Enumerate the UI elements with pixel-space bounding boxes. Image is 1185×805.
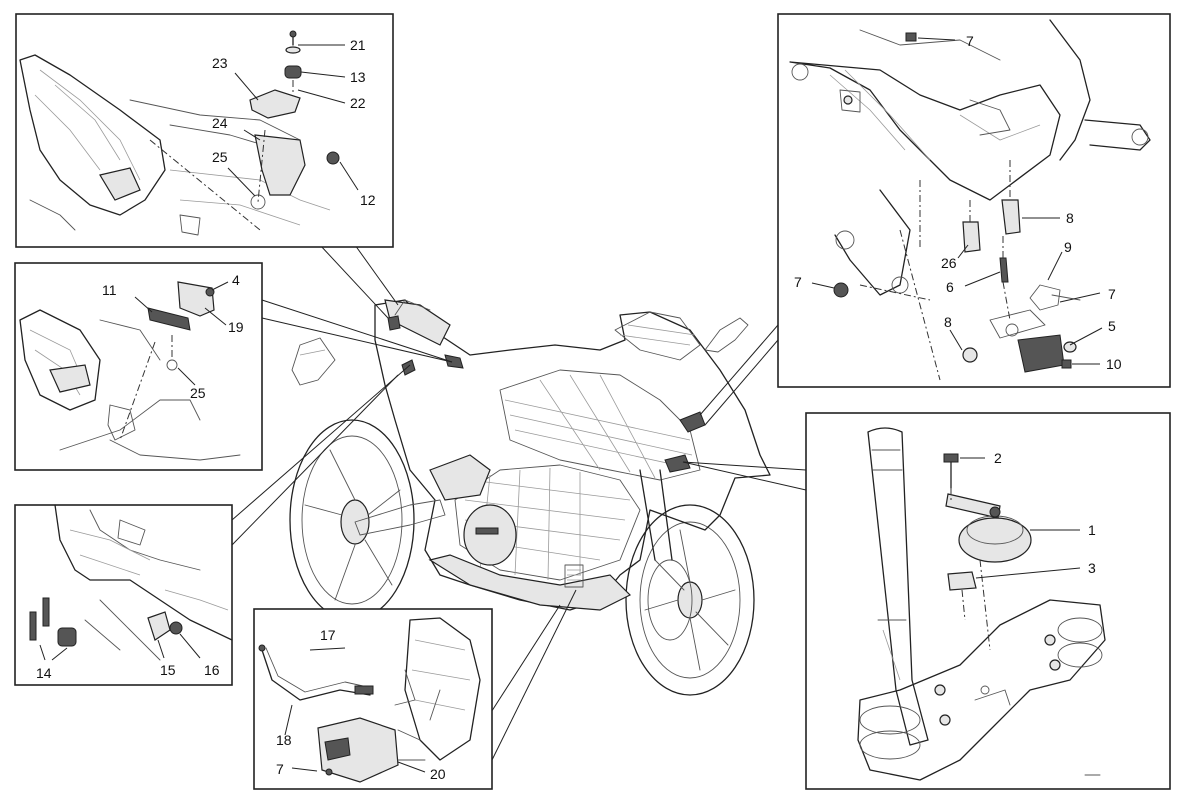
callout-17: 17 bbox=[320, 627, 336, 643]
panel-middle-left: 4 11 19 25 bbox=[14, 262, 263, 471]
spacer-part bbox=[962, 221, 981, 253]
gasket-part bbox=[249, 89, 301, 119]
bracket-part bbox=[177, 281, 215, 317]
callout-21: 21 bbox=[350, 37, 366, 53]
horn-part bbox=[958, 517, 1032, 563]
nut-part bbox=[325, 768, 333, 776]
callout-3: 3 bbox=[1088, 560, 1096, 576]
callout-16: 16 bbox=[204, 662, 220, 678]
harness-part bbox=[147, 307, 191, 331]
callout-25: 25 bbox=[190, 385, 206, 401]
nut-part bbox=[833, 282, 849, 298]
callout-12: 12 bbox=[360, 192, 376, 208]
clip-part bbox=[1061, 359, 1072, 369]
callout-10: 10 bbox=[1106, 356, 1122, 372]
triple-clamp bbox=[857, 599, 1106, 781]
callout-7: 7 bbox=[276, 761, 284, 777]
grommet-part bbox=[962, 347, 978, 363]
callout-26: 26 bbox=[941, 255, 957, 271]
rubber-pad-part bbox=[57, 627, 77, 647]
rear-wheel bbox=[289, 419, 415, 621]
rubber-mount-part bbox=[1001, 199, 1021, 235]
callout-20: 20 bbox=[430, 766, 446, 782]
screw-part bbox=[999, 257, 1009, 283]
callout-8: 8 bbox=[1066, 210, 1074, 226]
fork-tube bbox=[867, 427, 929, 746]
wiring-harness bbox=[261, 649, 371, 701]
screw-part bbox=[289, 30, 297, 38]
callout-4: 4 bbox=[232, 272, 240, 288]
panel-bottom-center: 17 18 7 20 bbox=[253, 608, 493, 790]
callout-8: 8 bbox=[944, 314, 952, 330]
bracket-part bbox=[254, 134, 306, 196]
bolt-part bbox=[326, 151, 340, 165]
panel-bottom-right: 2 1 3 bbox=[805, 412, 1171, 790]
callout-13: 13 bbox=[350, 69, 366, 85]
leader-lines bbox=[231, 244, 807, 761]
washer-part bbox=[1005, 323, 1019, 337]
grommet-part bbox=[250, 194, 266, 210]
callout-9: 9 bbox=[1064, 239, 1072, 255]
panel-top-right: 7 8 9 7 26 6 7 8 5 10 bbox=[777, 13, 1171, 388]
callout-2: 2 bbox=[994, 450, 1002, 466]
grommet-part bbox=[166, 359, 178, 371]
callout-1: 1 bbox=[1088, 522, 1096, 538]
motorcycle-illustration bbox=[289, 299, 771, 696]
nut-part bbox=[169, 621, 183, 635]
washer-part bbox=[285, 46, 301, 54]
callout-7: 7 bbox=[794, 274, 802, 290]
callout-5: 5 bbox=[1108, 318, 1116, 334]
callout-25: 25 bbox=[212, 149, 228, 165]
panel-bottom-left: 14 15 16 bbox=[14, 504, 233, 686]
panel-top-left: 21 13 22 23 24 25 12 bbox=[15, 13, 394, 248]
callout-7: 7 bbox=[1108, 286, 1116, 302]
rubber-mount-part bbox=[284, 65, 302, 79]
clip-part bbox=[905, 32, 917, 42]
bracket-part bbox=[1029, 284, 1061, 311]
callout-24: 24 bbox=[212, 115, 228, 131]
front-wheel bbox=[625, 504, 755, 696]
screw-part bbox=[42, 597, 50, 627]
screw-part bbox=[29, 611, 37, 641]
control-unit-part bbox=[317, 717, 399, 783]
callout-7: 7 bbox=[966, 33, 974, 49]
callout-23: 23 bbox=[212, 55, 228, 71]
module-part bbox=[1017, 334, 1065, 373]
mount-plate-part bbox=[947, 571, 977, 591]
callout-22: 22 bbox=[350, 95, 366, 111]
screw-part bbox=[943, 453, 959, 463]
callout-11: 11 bbox=[102, 282, 117, 298]
callout-19: 19 bbox=[228, 319, 244, 335]
callout-6: 6 bbox=[946, 279, 954, 295]
callout-18: 18 bbox=[276, 732, 292, 748]
callout-15: 15 bbox=[160, 662, 176, 678]
callout-14: 14 bbox=[36, 665, 52, 681]
